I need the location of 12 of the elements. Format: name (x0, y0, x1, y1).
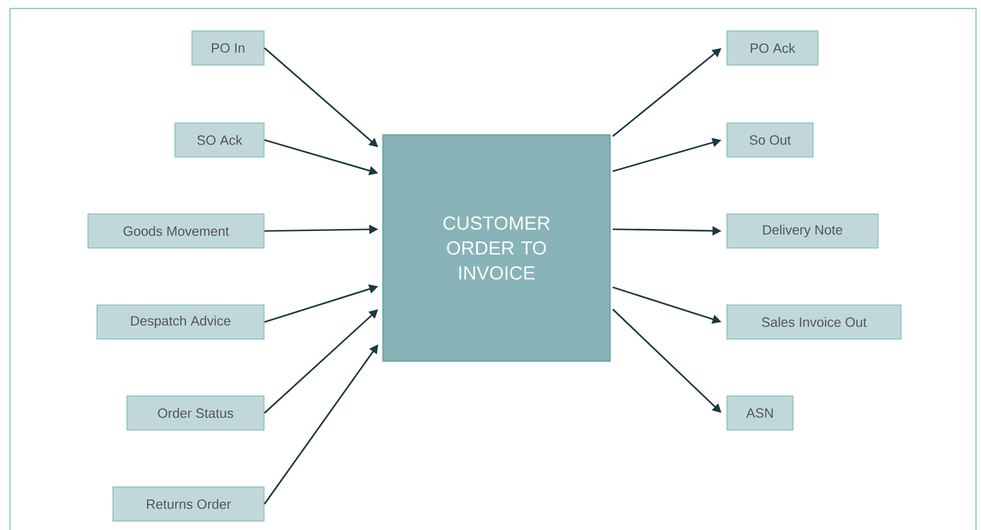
data-box: Delivery Note (726, 214, 878, 248)
data-box: Goods Movement (88, 214, 264, 248)
data-box: Sales Invoice Out (726, 304, 902, 340)
data-box: SO Ack (174, 122, 264, 158)
data-box: PO Ack (726, 30, 818, 66)
data-box: Order Status (126, 396, 264, 430)
data-box: Returns Order (112, 486, 264, 522)
data-box: Despatch Advice (96, 304, 264, 340)
data-box: ASN (726, 396, 794, 430)
data-box: PO In (192, 30, 264, 66)
data-box: So Out (726, 122, 814, 158)
process-box: CUSTOMER ORDER TO INVOICE (382, 134, 611, 362)
